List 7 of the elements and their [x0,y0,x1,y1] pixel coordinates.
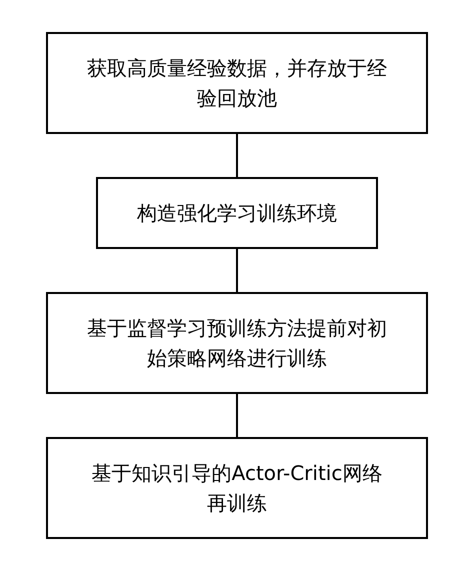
connector [236,133,238,178]
connector [236,393,238,438]
node-box: 基于监督学习预训练方法提前对初始策略网络进行训练 [46,292,428,394]
connector [236,248,238,293]
node-box: 获取高质量经验数据，并存放于经验回放池 [46,32,428,134]
node-box: 构造强化学习训练环境 [96,177,378,249]
node-box: 基于知识引导的Actor-Critic网络再训练 [46,437,428,539]
